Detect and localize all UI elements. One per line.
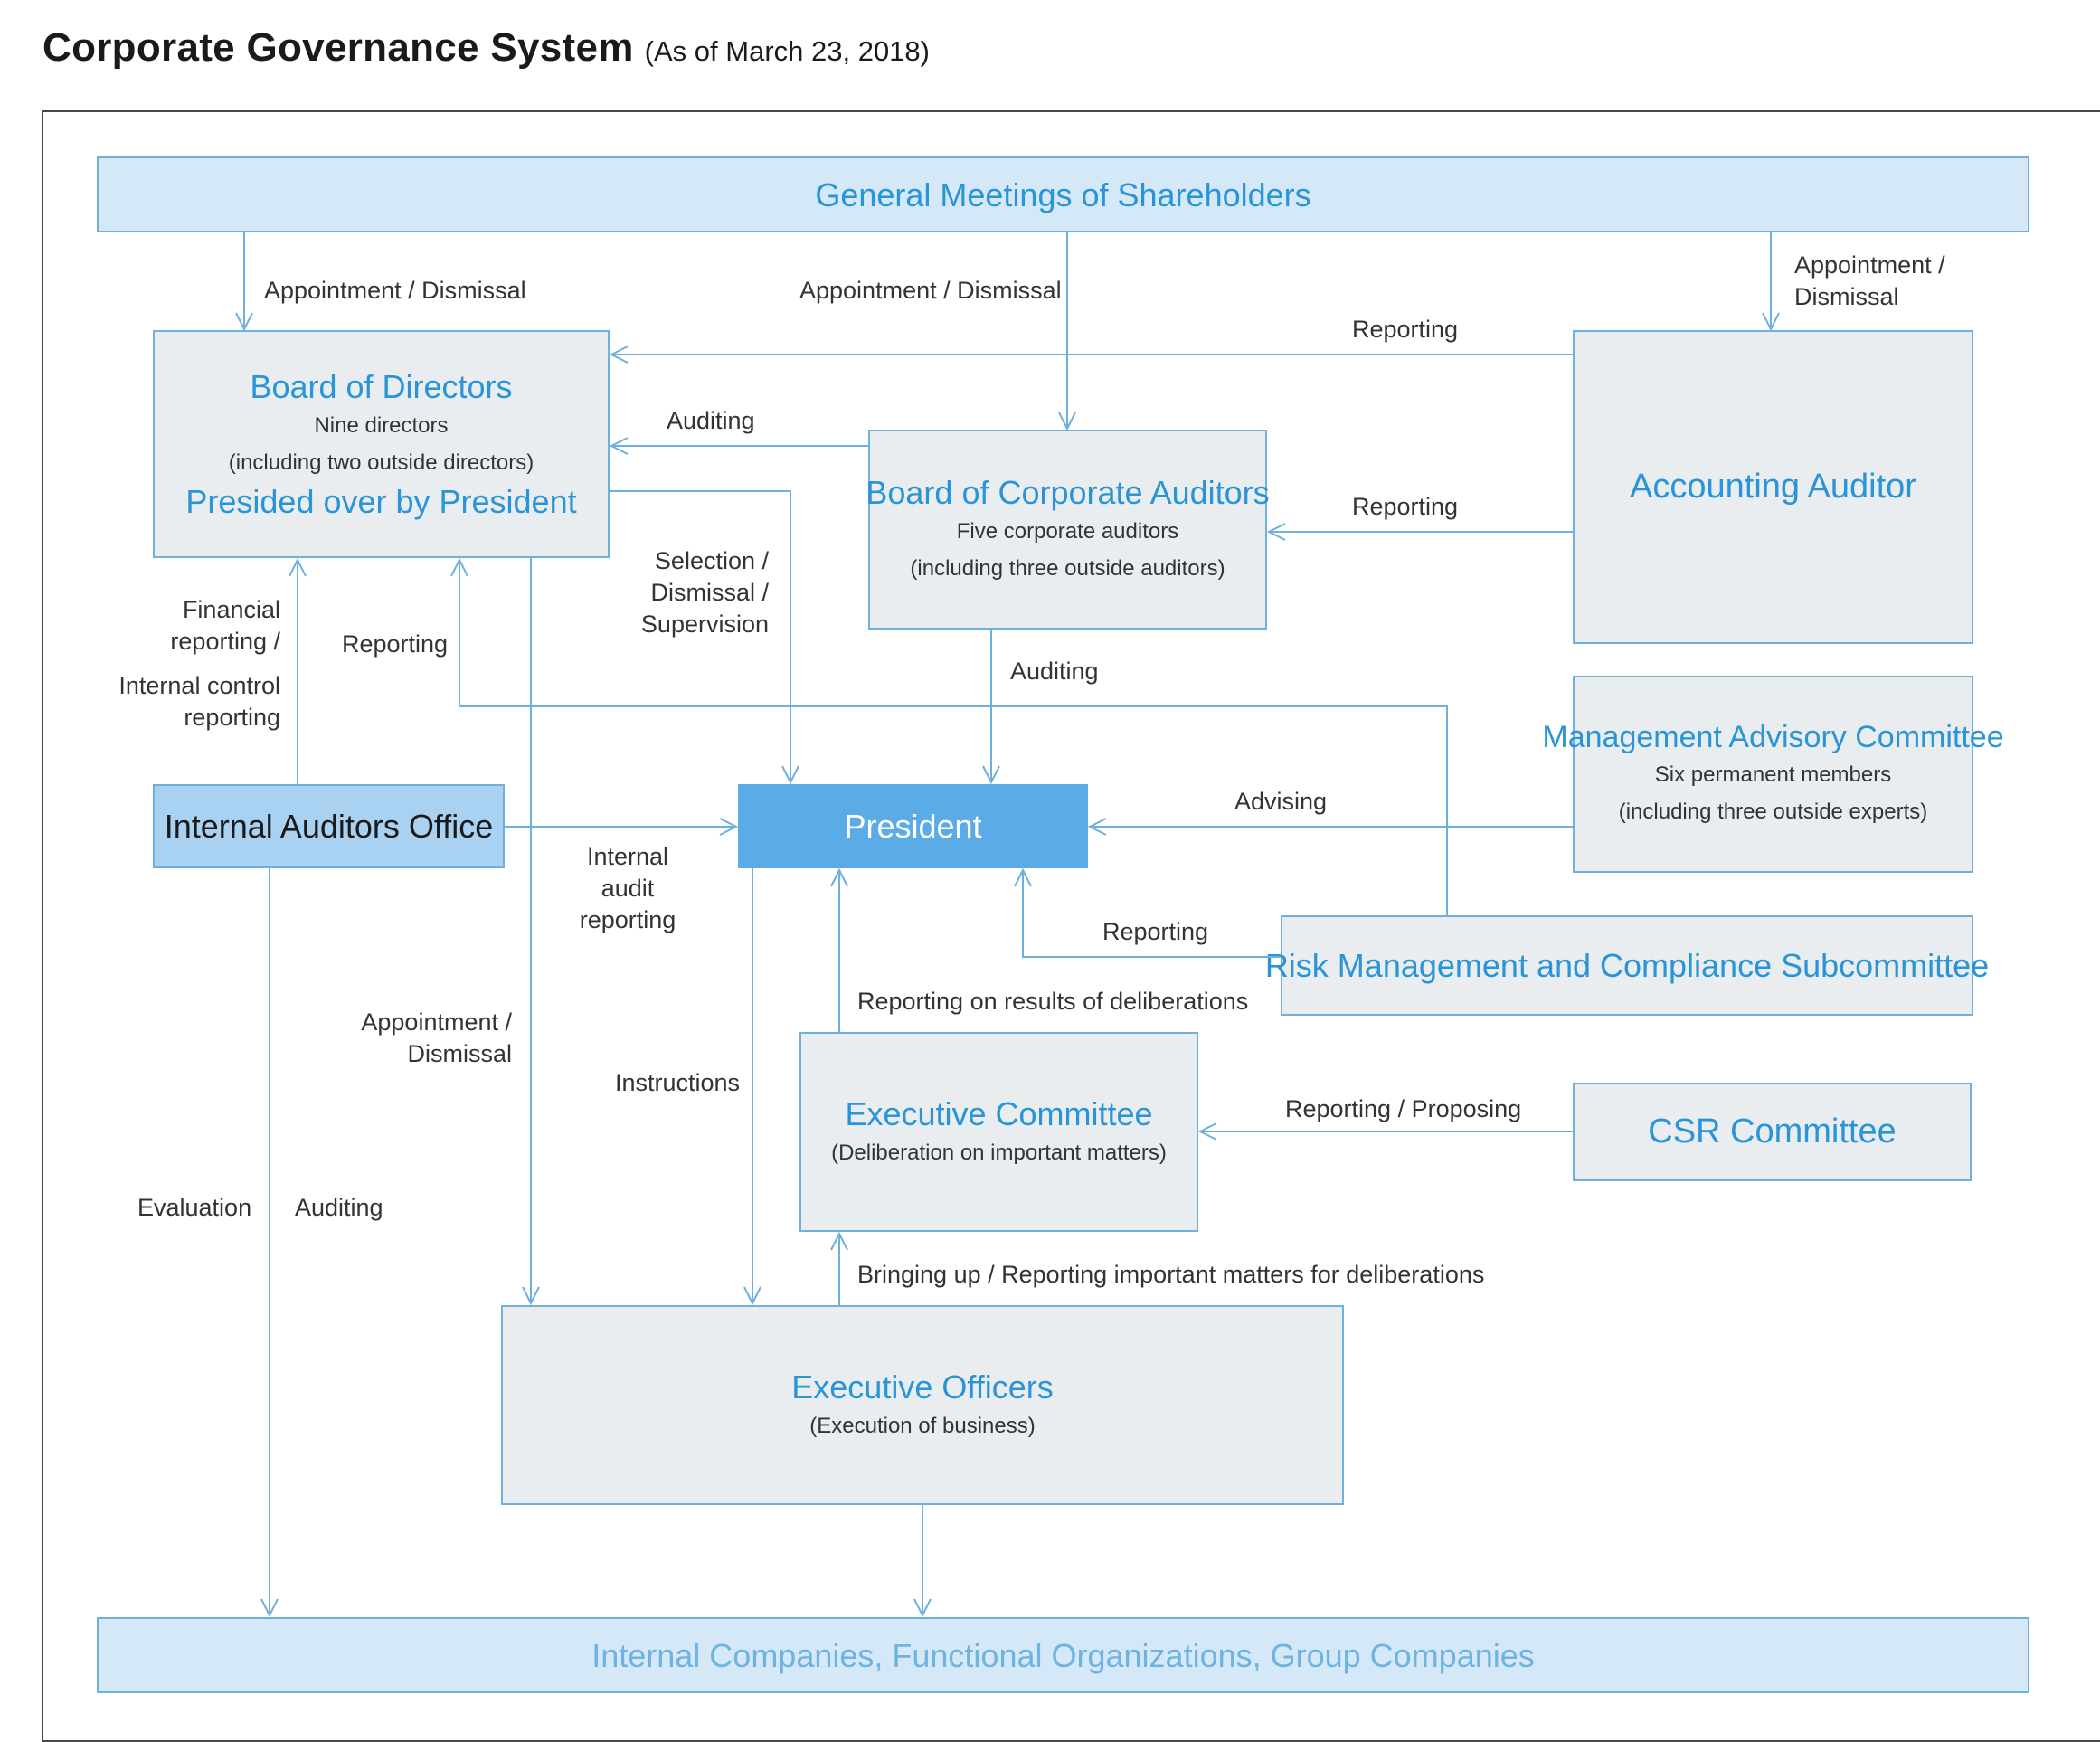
board-of-corporate-auditors-box: Board of Corporate Auditors Five corpora… [866, 430, 1270, 630]
president-title: President [844, 808, 982, 845]
label-financial-reporting: Financial reporting / Internal control r… [90, 594, 280, 734]
label-selection: Selection / Dismissal / Supervision [633, 545, 769, 640]
board-of-directors-box: Board of Directors Nine directors (inclu… [153, 330, 610, 558]
management-advisory-line1: Six permanent members [1654, 762, 1892, 788]
executive-committee-box: Executive Committee (Deliberation on imp… [799, 1032, 1198, 1232]
label-auditing-president: Auditing [1010, 658, 1099, 685]
executive-officers-box: Executive Officers (Execution of busines… [501, 1305, 1344, 1505]
president-box: President [738, 784, 1088, 868]
label-selection-3: Supervision [640, 611, 769, 638]
title-date: (As of March 23, 2018) [644, 35, 930, 67]
label-reporting-accounting-board: Reporting [1352, 316, 1459, 343]
risk-management-title: Risk Management and Compliance Subcommit… [1264, 947, 1990, 984]
label-evaluation: Evaluation [137, 1194, 252, 1221]
management-advisory-line2: (including three outside experts) [1618, 800, 1928, 825]
internal-auditors-title: Internal Auditors Office [164, 808, 494, 845]
companies-title: Internal Companies, Functional Organizat… [591, 1636, 1535, 1674]
board-directors-line1: Nine directors [314, 413, 449, 438]
label-reporting-results: Reporting on results of deliberations [857, 988, 1249, 1015]
arrow-risk-reporting-board [450, 557, 1448, 915]
label-appointment-accounting-2: Dismissal [1794, 283, 1899, 310]
label-auditing-companies: Auditing [295, 1194, 383, 1221]
executive-officers-title: Executive Officers [791, 1368, 1054, 1406]
management-advisory-committee-box: Management Advisory Committee Six perman… [1542, 676, 2004, 873]
label-appointment-accounting: Appointment / Dismissal [1794, 250, 1945, 313]
label-financial-1: Financial [182, 596, 280, 623]
board-directors-presided: Presided over by President [185, 483, 577, 520]
diagram-frame [42, 110, 2100, 1742]
board-auditors-line1: Five corporate auditors [956, 519, 1179, 544]
board-auditors-title: Board of Corporate Auditors [866, 474, 1270, 511]
label-bringing-up: Bringing up / Reporting important matter… [857, 1261, 1485, 1288]
label-financial-2: reporting / [170, 628, 280, 655]
companies-box: Internal Companies, Functional Organizat… [97, 1617, 2029, 1693]
label-appointment-auditors: Appointment / Dismissal [799, 277, 1062, 304]
arrow-board-selection-president [610, 490, 799, 785]
executive-committee-title: Executive Committee [845, 1094, 1153, 1132]
shareholders-box: General Meetings of Shareholders [97, 156, 2029, 232]
label-financial-3: Internal control [118, 672, 280, 699]
label-internal-audit-2: audit [601, 875, 655, 902]
shareholders-title: General Meetings of Shareholders [815, 175, 1311, 213]
executive-committee-line1: (Deliberation on important matters) [831, 1140, 1167, 1165]
label-reporting-risk-board: Reporting [342, 630, 449, 658]
board-directors-line2: (including two outside directors) [228, 450, 534, 475]
board-directors-title: Board of Directors [250, 368, 513, 405]
label-reporting-proposing: Reporting / Proposing [1285, 1095, 1522, 1122]
label-reporting-accounting-auditors: Reporting [1352, 493, 1459, 520]
csr-committee-title: CSR Committee [1648, 1112, 1897, 1150]
label-internal-audit-reporting: Internal audit reporting [570, 841, 686, 936]
label-appointment-accounting-1: Appointment / [1794, 251, 1945, 279]
label-auditing-board: Auditing [667, 407, 755, 434]
label-appointment-officers: Appointment / Dismissal [335, 1007, 512, 1070]
management-advisory-title: Management Advisory Committee [1542, 719, 2004, 754]
executive-officers-line1: (Execution of business) [809, 1413, 1036, 1438]
label-advising: Advising [1234, 788, 1328, 815]
label-appointment-officers-2: Dismissal [407, 1040, 512, 1067]
risk-management-subcommittee-box: Risk Management and Compliance Subcommit… [1265, 915, 1989, 1016]
label-reporting-risk-president: Reporting [1102, 918, 1209, 945]
arrow-risk-reporting-president [1014, 867, 1281, 958]
label-internal-audit-3: reporting [579, 906, 676, 933]
board-auditors-line2: (including three outside auditors) [910, 556, 1225, 581]
label-instructions: Instructions [615, 1069, 741, 1096]
csr-committee-box: CSR Committee [1573, 1083, 1972, 1181]
accounting-auditor-title: Accounting Auditor [1630, 467, 1916, 506]
label-selection-2: Dismissal / [650, 579, 769, 606]
accounting-auditor-box: Accounting Auditor [1573, 330, 1973, 644]
label-internal-audit-1: Internal [586, 843, 669, 870]
label-appointment-board: Appointment / Dismissal [264, 277, 526, 304]
label-financial-4: reporting [184, 704, 280, 731]
label-appointment-officers-1: Appointment / [361, 1008, 512, 1036]
label-selection-1: Selection / [654, 547, 769, 574]
internal-auditors-office-box: Internal Auditors Office [153, 784, 505, 868]
page-title: Corporate Governance System (As of March … [43, 25, 930, 71]
title-main: Corporate Governance System [43, 25, 634, 70]
